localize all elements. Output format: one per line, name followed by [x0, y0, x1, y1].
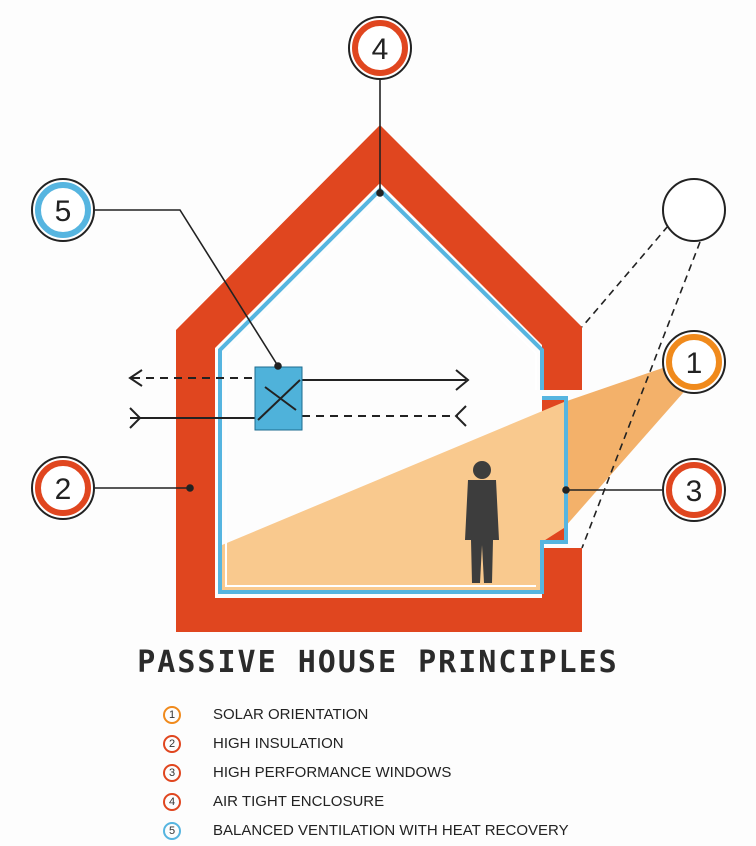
callout-number-3: 3 — [686, 475, 703, 508]
legend-label-5: BALANCED VENTILATION WITH HEAT RECOVERY — [213, 822, 569, 839]
legend-item-1: 1 SOLAR ORIENTATION — [163, 700, 569, 729]
airtight-layer — [218, 187, 568, 594]
callout-number-2: 2 — [55, 473, 72, 506]
callout-5: 5 — [31, 178, 95, 242]
callout-4: 4 — [348, 16, 412, 80]
ventilation-flows — [128, 369, 470, 429]
interior-line — [225, 196, 537, 587]
legend-item-2: 2 HIGH INSULATION — [163, 729, 569, 758]
legend-item-3: 3 HIGH PERFORMANCE WINDOWS — [163, 758, 569, 787]
leader-lines — [95, 78, 662, 494]
sun-icon — [662, 178, 726, 242]
legend-label-3: HIGH PERFORMANCE WINDOWS — [213, 764, 452, 781]
callout-2: 2 — [31, 456, 95, 520]
legend-number-1: 1 — [163, 705, 181, 724]
legend-label-2: HIGH INSULATION — [213, 735, 344, 752]
heat-recovery-unit — [254, 366, 303, 431]
solar-gain-wedge — [564, 360, 690, 528]
legend: 1 SOLAR ORIENTATION 2 HIGH INSULATION 3 … — [163, 700, 569, 845]
callout-3: 3 — [662, 458, 726, 522]
callout-number-4: 4 — [372, 33, 389, 66]
sun-angles — [581, 225, 701, 549]
legend-item-4: 4 AIR TIGHT ENCLOSURE — [163, 787, 569, 816]
callout-number-1: 1 — [686, 347, 703, 380]
legend-number-2: 2 — [163, 734, 181, 753]
legend-number-3: 3 — [163, 763, 181, 782]
legend-number-5: 5 — [163, 821, 181, 840]
legend-label-4: AIR TIGHT ENCLOSURE — [213, 793, 385, 810]
callout-number-5: 5 — [55, 195, 72, 228]
callout-1: 1 — [662, 330, 726, 394]
house-illustration: 1 2 3 4 5 — [31, 16, 726, 632]
diagram-title: PASSIVE HOUSE PRINCIPLES — [137, 645, 619, 680]
legend-label-1: SOLAR ORIENTATION — [213, 706, 369, 723]
legend-number-4: 4 — [163, 792, 181, 811]
insulation-envelope — [176, 125, 582, 632]
legend-item-5: 5 BALANCED VENTILATION WITH HEAT RECOVER… — [163, 816, 569, 845]
person-silhouette — [465, 461, 499, 583]
